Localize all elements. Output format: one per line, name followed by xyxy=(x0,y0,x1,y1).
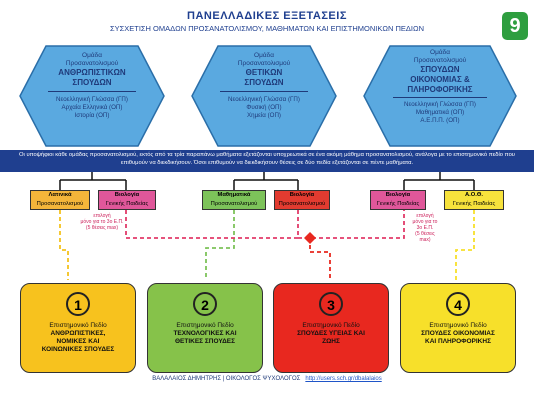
field-box-1: 1 Επιστημονικό Πεδίο ΑΝΘΡΩΠΙΣΤΙΚΕΣ, ΝΟΜΙ… xyxy=(20,283,136,373)
brand-logo: 9 xyxy=(502,12,528,40)
subject-sub: Γενικής Παιδείας xyxy=(105,201,149,207)
field-text: Επιστημονικό Πεδίο xyxy=(302,322,360,329)
subject-item: Χημεία (ΟΠ) xyxy=(247,112,281,119)
subject-label: Λατινικά xyxy=(48,192,72,198)
subject-sub: Γενικής Παιδείας xyxy=(376,201,420,207)
subject-item: Α.Ε.Π.Π. (ΟΠ) xyxy=(420,117,460,124)
subject-label: Βιολογία xyxy=(289,192,315,198)
field-text: ΑΝΘΡΩΠΙΣΤΙΚΕΣ, xyxy=(50,330,106,337)
group-hexagon-economics: Ομάδα Προσανατολισμού ΣΠΟΥΔΩΝ ΟΙΚΟΝΟΜΙΑΣ… xyxy=(362,44,518,148)
note-line: (5 θέσεις max) xyxy=(415,231,435,243)
field-text: ΝΟΜΙΚΕΣ ΚΑΙ xyxy=(56,338,100,345)
field-text: Επιστημονικό Πεδίο xyxy=(429,322,487,329)
hexagon-shape xyxy=(363,45,517,147)
group-name: ΣΠΟΥΔΩΝ xyxy=(244,78,284,87)
subject-sub: Γενικής Παιδείας xyxy=(452,201,496,207)
subject-item: Αρχαία Ελληνικά (ΟΠ) xyxy=(61,104,123,111)
subject-box-mathematics: Μαθηματικά Προσανατολισμού xyxy=(202,190,266,210)
field-text: ΣΠΟΥΔΕΣ ΟΙΚΟΝΟΜΙΑΣ xyxy=(421,330,495,337)
note-line: επιλογή xyxy=(416,213,434,219)
note-optional: επιλογή μόνο για το 3ο Ε.Π. (5 θέσεις ma… xyxy=(72,213,132,231)
group-name: ΣΠΟΥΔΩΝ xyxy=(72,78,112,87)
subject-label: Βιολογία xyxy=(114,192,140,198)
group-label: Προσανατολισμού xyxy=(413,56,467,64)
subject-box-latin: Λατινικά Προσανατολισμού xyxy=(30,190,90,210)
subject-label: Βιολογία xyxy=(385,192,411,198)
field-text: Επιστημονικό Πεδίο xyxy=(49,322,107,329)
group-label: Προσανατολισμού xyxy=(65,59,119,67)
field-box-4: 4 Επιστημονικό Πεδίο ΣΠΟΥΔΕΣ ΟΙΚΟΝΟΜΙΑΣ … xyxy=(400,283,516,373)
subject-label: Μαθηματικά xyxy=(217,192,251,198)
subject-label: Α.Ο.Θ. xyxy=(464,192,484,198)
subject-item: Νεοελληνική Γλώσσα (ΓΠ) xyxy=(228,96,300,103)
divider xyxy=(393,97,487,98)
group-name: ΘΕΤΙΚΩΝ xyxy=(245,68,283,77)
field-text: ΚΑΙ ΠΛΗΡΟΦΟΡΙΚΗΣ xyxy=(425,338,491,345)
subject-box-biology-general: Βιολογία Γενικής Παιδείας xyxy=(98,190,156,210)
group-name: ΟΙΚΟΝΟΜΙΑΣ & xyxy=(410,75,470,84)
subject-item: Φυσική (ΟΠ) xyxy=(246,104,282,111)
subject-box-biology-general-2: Βιολογία Γενικής Παιδείας xyxy=(370,190,426,210)
field-text: ΤΕΧΝΟΛΟΓΙΚΕΣ ΚΑΙ xyxy=(173,330,237,337)
field-box-3: 3 Επιστημονικό Πεδίο ΣΠΟΥΔΕΣ ΥΓΕΙΑΣ ΚΑΙ … xyxy=(273,283,389,373)
hexagon-shape xyxy=(19,45,165,147)
group-hexagon-sciences: Ομάδα Προσανατολισμού ΘΕΤΙΚΩΝ ΣΠΟΥΔΩΝ Νε… xyxy=(190,44,338,148)
subject-item: Ιστορία (ΟΠ) xyxy=(74,112,110,119)
group-label: Ομάδα xyxy=(254,52,274,59)
field-number: 2 xyxy=(193,292,217,316)
note-line: (5 θέσεις max) xyxy=(85,225,119,231)
note-line: επιλογή xyxy=(93,213,111,219)
footer-author: ΒΑΛΑΛΑΙΟΣ ΔΗΜΗΤΡΗΣ | ΟΙΚΟΛΟΓΟΣ ΨΥΧΟΛΟΓΟΣ xyxy=(152,376,301,382)
divider xyxy=(219,91,309,92)
field-number: 3 xyxy=(319,292,343,316)
subject-box-aoth: Α.Ο.Θ. Γενικής Παιδείας xyxy=(444,190,504,210)
group-hexagon-humanities: Ομάδα Προσανατολισμού ΑΝΘΡΩΠΙΣΤΙΚΩΝ ΣΠΟΥ… xyxy=(18,44,166,148)
subject-item: Νεοελληνική Γλώσσα (ΓΠ) xyxy=(56,96,128,103)
note-line: μόνο για το 3ο Ε.Π. xyxy=(80,219,124,225)
page-subtitle: ΣΥΣΧΕΤΙΣΗ ΟΜΑΔΩΝ ΠΡΟΣΑΝΑΤΟΛΙΣΜΟΥ, ΜΑΘΗΜΑ… xyxy=(109,24,425,33)
group-name: ΑΝΘΡΩΠΙΣΤΙΚΩΝ xyxy=(58,68,126,77)
group-label: Ομάδα xyxy=(430,49,450,56)
divider xyxy=(47,91,137,92)
field-text: ΖΩΗΣ xyxy=(322,338,340,345)
field-text: ΚΟΙΝΩΝΙΚΕΣ ΣΠΟΥΔΕΣ xyxy=(41,346,115,353)
footer-link[interactable]: http://users.sch.gr/dbalalaios xyxy=(305,376,382,382)
field-number: 4 xyxy=(446,292,470,316)
subject-item: Μαθηματικά (ΟΠ) xyxy=(415,109,465,116)
subject-sub: Προσανατολισμού xyxy=(36,201,84,207)
field-text: ΘΕΤΙΚΕΣ ΣΠΟΥΔΕΣ xyxy=(174,338,236,345)
group-label: Προσανατολισμού xyxy=(237,59,291,67)
footer: ΒΑΛΑΛΑΙΟΣ ΔΗΜΗΤΡΗΣ | ΟΙΚΟΛΟΓΟΣ ΨΥΧΟΛΟΓΟΣ… xyxy=(0,376,534,382)
subject-box-biology-orientation: Βιολογία Προσανατολισμού xyxy=(274,190,330,210)
group-label: Ομάδα xyxy=(82,52,102,59)
field-text: Επιστημονικό Πεδίο xyxy=(176,322,234,329)
note-line: μόνο για το 3ο Ε.Π. xyxy=(412,219,438,231)
page-title: ΠΑΝΕΛΛΑΔΙΚΕΣ ΕΞΕΤΑΣΕΙΣ xyxy=(187,10,347,22)
subject-item: Νεοελληνική Γλώσσα (ΓΠ) xyxy=(404,101,476,108)
info-band: Οι υποψήφιοι κάθε ομάδας προσανατολισμού… xyxy=(0,150,534,172)
group-name: ΠΛΗΡΟΦΟΡΙΚΗΣ xyxy=(407,85,473,94)
field-number: 1 xyxy=(66,292,90,316)
group-name: ΣΠΟΥΔΩΝ xyxy=(420,65,460,74)
note-optional: επιλογή μόνο για το 3ο Ε.Π. (5 θέσεις ma… xyxy=(410,213,440,243)
field-box-2: 2 Επιστημονικό Πεδίο ΤΕΧΝΟΛΟΓΙΚΕΣ ΚΑΙ ΘΕ… xyxy=(147,283,263,373)
hexagon-shape xyxy=(191,45,337,147)
subject-sub: Προσανατολισμού xyxy=(210,201,258,207)
field-text: ΣΠΟΥΔΕΣ ΥΓΕΙΑΣ ΚΑΙ xyxy=(297,330,365,337)
subject-sub: Προσανατολισμού xyxy=(278,201,326,207)
